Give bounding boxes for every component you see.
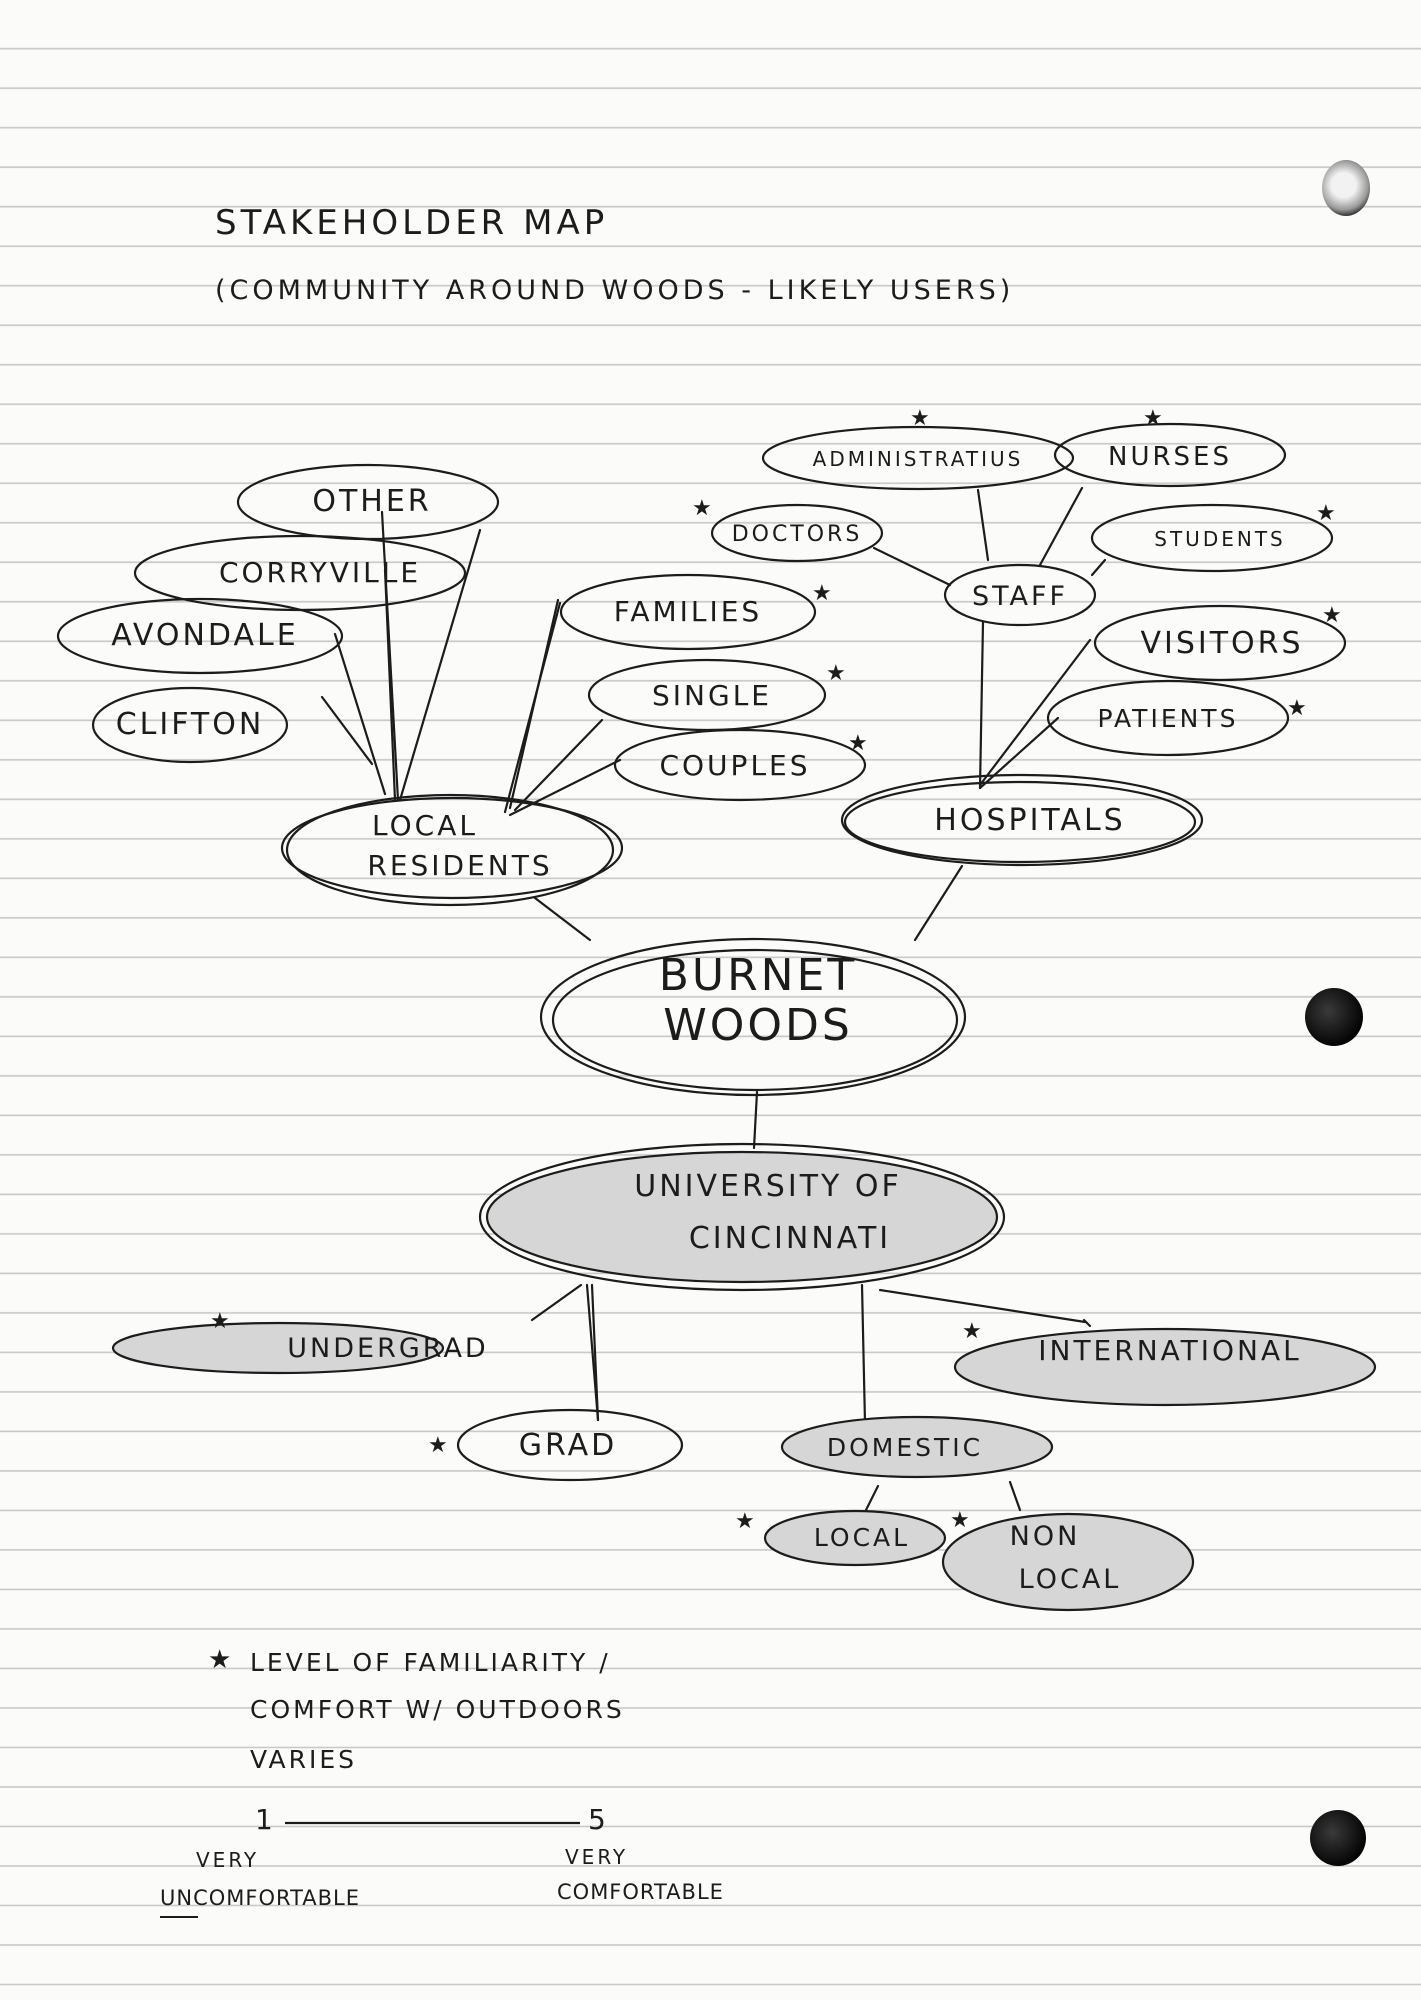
node-grad-ellipse [456,1408,684,1482]
connector-lines [320,486,1107,1512]
label-nurses: NURSES [1108,442,1232,472]
label-international: INTERNATIONAL [1038,1334,1301,1367]
node-patients-ellipse [1046,679,1290,757]
scale-max-label-1: VERY [565,1845,629,1869]
node-staff-ellipse [943,563,1097,627]
node-administratius-ellipse [761,425,1075,491]
highlighted-nodes [111,1150,1377,1612]
node-outlines [56,422,1347,1482]
node-domestic-ellipse [780,1415,1054,1479]
star-administratius: ★ [910,406,933,431]
page-subtitle: (COMMUNITY AROUND WOODS - LIKELY USERS) [215,275,1015,306]
star-families: ★ [812,581,835,606]
label-doctors: DOCTORS [732,522,863,547]
legend-line-2: COMFORT W/ OUTDOORS [250,1695,625,1724]
label-corryville: CORRYVILLE [219,556,421,589]
star-undergrad: ★ [210,1309,233,1334]
label-local: LOCAL [814,1523,910,1552]
label-other: OTHER [312,484,431,519]
node-doctors-ellipse [710,503,884,563]
label-uc-1: UNIVERSITY OF [634,1169,902,1204]
node-nurses-ellipse [1053,422,1287,488]
node-burnet-woods-ellipse [539,937,967,1097]
label-administratius: ADMINISTRATIUS [813,447,1024,471]
node-local-residents-ellipse [285,793,615,907]
comfort-scale [160,1821,580,1918]
node-hospitals-ellipse [840,773,1204,867]
node-clifton-ellipse [91,686,289,764]
label-burnet: BURNET [659,950,858,1001]
star-grad: ★ [428,1433,451,1458]
label-domestic: DOMESTIC [827,1433,983,1462]
node-families-ellipse [559,573,817,651]
node-local-ellipse [763,1509,947,1567]
legend-star: ★ [208,1645,235,1675]
label-undergrad: UNDERGRAD [287,1333,488,1364]
node-international-ellipse [953,1327,1377,1407]
label-staff: STAFF [972,581,1068,612]
star-nurses: ★ [1143,406,1166,431]
star-students: ★ [1316,501,1339,526]
label-grad: GRAD [519,1428,618,1463]
star-visitors: ★ [1322,603,1345,628]
label-families: FAMILIES [614,595,762,628]
punch-hole-middle [1305,988,1363,1046]
node-undergrad-ellipse [111,1321,445,1375]
label-avondale: AVONDALE [111,618,298,653]
node-non-local-ellipse [941,1512,1195,1612]
page-title: STAKEHOLDER MAP [215,203,609,243]
label-non-local-1: NON [1010,1521,1081,1552]
star-international: ★ [962,1319,985,1344]
scale-max-label-2: COMFORTABLE [557,1880,724,1904]
scale-min-label-1: VERY [196,1848,260,1872]
label-local-residents-2: RESIDENTS [367,849,552,882]
star-patients: ★ [1287,696,1310,721]
label-non-local-2: LOCAL [1019,1564,1122,1595]
familiarity-stars: ★ ★ ★ ★ ★ ★ ★ ★ ★ ★ ★ ★ ★ ★ [210,406,1345,1534]
label-patients: PATIENTS [1098,704,1239,733]
label-clifton: CLIFTON [116,707,265,742]
legend-line-3: VARIES [250,1745,358,1774]
label-hospitals: HOSPITALS [934,803,1125,838]
label-couples: COUPLES [659,749,810,782]
star-couples: ★ [848,731,871,756]
node-uc-ellipse [485,1150,999,1284]
label-students: STUDENTS [1154,527,1285,551]
node-visitors-ellipse [1093,604,1347,682]
node-students-ellipse [1090,503,1334,573]
node-single-ellipse [587,658,827,732]
node-couples-ellipse [613,728,867,802]
label-single: SINGLE [652,679,772,712]
label-local-residents-1: LOCAL [372,809,478,842]
node-avondale-ellipse [56,597,344,675]
star-non-local: ★ [950,1508,973,1533]
scale-min-label-2: UNCOMFORTABLE [160,1886,361,1910]
label-visitors: VISITORS [1140,626,1303,661]
punch-hole-bottom [1310,1810,1366,1866]
legend-line-1: LEVEL OF FAMILIARITY / [250,1648,611,1677]
scale-min-value: 1 [255,1803,276,1836]
scale-max-value: 5 [588,1803,609,1836]
label-woods: WOODS [663,1000,853,1051]
label-uc-2: CINCINNATI [689,1221,891,1256]
node-labels: BURNET WOODS LOCAL RESIDENTS HOSPITALS S… [111,442,1303,1595]
star-single: ★ [826,661,849,686]
punch-hole-top [1322,160,1370,216]
star-local: ★ [735,1509,758,1534]
star-doctors: ★ [692,496,715,521]
